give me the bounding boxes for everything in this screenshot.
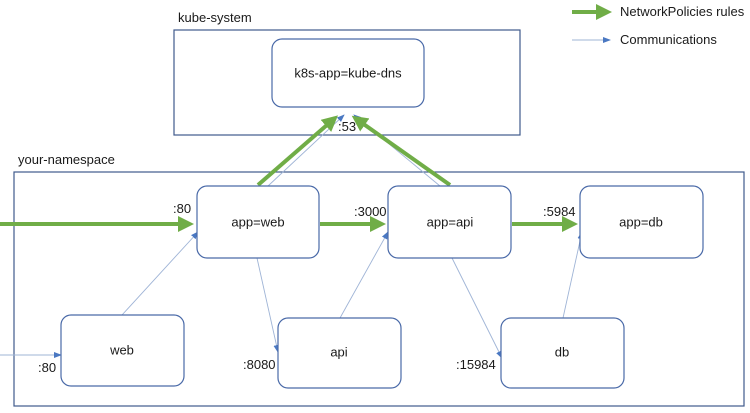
namespace-kube-system: kube-system [173, 10, 521, 136]
comm-edge-app-web-to-dns [267, 114, 345, 187]
comm-edge-db-to-app-db [562, 231, 584, 319]
port-labels: :53 :80 :3000 :5984 :80 :8080 :15984 [38, 119, 576, 375]
node-app-db: app=db [579, 185, 704, 259]
comm-edge-api-to-app-api [339, 231, 389, 319]
port-label-dns: :53 [338, 119, 356, 134]
policy-edge-app-api-to-dns [351, 115, 452, 187]
node-kube-dns-label: k8s-app=kube-dns [294, 65, 402, 80]
legend: NetworkPolicies rules Communications [572, 4, 745, 47]
comm-edge-web-to-app-web [121, 231, 199, 316]
node-app-api: app=api [387, 185, 512, 259]
namespace-kube-system-label: kube-system [178, 10, 252, 25]
legend-comm-label: Communications [620, 32, 717, 47]
node-app-api-box [387, 185, 512, 259]
node-app-web-label: app=web [231, 214, 284, 229]
node-kube-dns-box [271, 38, 425, 108]
port-label-app-web: :80 [173, 201, 191, 216]
node-db: db [500, 317, 625, 389]
node-web-label: web [109, 342, 134, 357]
node-db-label: db [555, 344, 569, 359]
node-app-web-box [196, 185, 320, 259]
port-label-api: :8080 [243, 357, 276, 372]
node-web-box [60, 314, 185, 387]
comm-edge-app-web-to-api [256, 257, 280, 353]
node-db-box [500, 317, 625, 389]
port-label-web: :80 [38, 360, 56, 375]
node-app-db-label: app=db [619, 214, 663, 229]
policy-edge-app-web-to-dns [256, 115, 339, 187]
node-web: web [60, 314, 185, 387]
node-api-box [277, 317, 402, 389]
node-app-api-label: app=api [427, 214, 474, 229]
port-label-app-api: :3000 [354, 204, 387, 219]
port-label-db: :15984 [456, 357, 496, 372]
legend-policy-label: NetworkPolicies rules [620, 4, 745, 19]
node-kube-dns: k8s-app=kube-dns [271, 38, 425, 108]
policy-edges [0, 115, 578, 232]
node-app-db-box [579, 185, 704, 259]
node-api-label: api [330, 344, 347, 359]
node-api: api [277, 317, 402, 389]
node-app-web: app=web [196, 185, 320, 259]
namespace-your-namespace-label: your-namespace [18, 152, 115, 167]
namespace-your-namespace: your-namespace [13, 152, 745, 407]
comm-edge-app-api-to-db [451, 257, 503, 359]
namespace-kube-system-box [173, 29, 521, 136]
namespace-your-namespace-box [13, 171, 745, 407]
port-label-app-db: :5984 [543, 204, 576, 219]
